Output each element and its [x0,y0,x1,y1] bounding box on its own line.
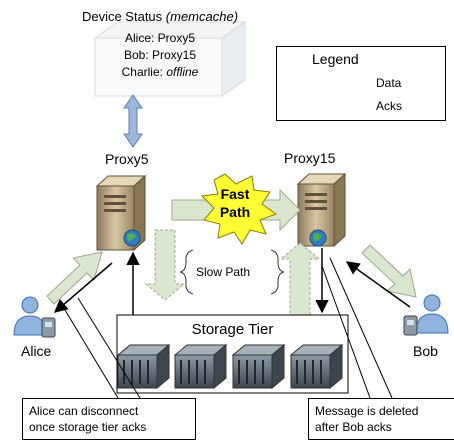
fast-path-line1: Fast [220,186,250,202]
proxy5-label: Proxy5 [105,151,149,167]
proxy15-server-icon [296,172,347,248]
bob-user-icon [403,294,449,336]
memcache-link-arrow [123,94,143,148]
fast-path-line2: Path [219,204,251,220]
storage-rack-icon-4 [289,343,344,390]
fast-path-star [200,173,278,245]
memcache-entry-bob: Bob: Proxy15 [123,48,197,62]
bob-to-proxy15-ack-arrow [345,261,411,308]
alice-note-box: Alice can disconnect once storage tier a… [22,398,196,440]
storage-rack-icon-1 [116,343,171,390]
proxy5-server-icon [95,174,147,252]
fast-path-label: Fast Path [206,185,264,221]
legend-acks-label: Acks [376,99,403,113]
alice-user-icon [13,296,56,338]
memcache-charlie-name: Charlie: [121,65,163,79]
alice-label: Alice [21,343,52,359]
bob-label: Bob [413,343,438,359]
memcache-subtitle: (memcache) [165,9,239,24]
alice-note-callout-line-2 [64,309,119,399]
memcache-entry-charlie: Charlie: offline [100,65,220,79]
storage-rack-icon-2 [173,343,228,390]
memcache-title: Device Status (memcache) [0,9,320,24]
slow-path-down-arrow [144,229,186,301]
storage-rack-icon-3 [231,343,286,390]
slow-path-up-arrow [279,242,321,316]
storage-rack-icons [116,343,344,390]
legend-data-label: Data [376,76,402,90]
alice-note-line1: Alice can disconnect [29,404,139,418]
legend-box [276,46,446,121]
alice-to-proxy5-data-arrow [46,251,103,305]
bob-note-line2: after Bob acks [315,420,392,434]
legend-title: Legend [312,51,359,67]
alice-note-line2: once storage tier acks [29,420,147,434]
memcache-title-text: Device Status [81,9,163,24]
bob-note-callout-line [329,257,393,399]
proxy15-label: Proxy15 [284,150,336,166]
alice-note-callout-line [77,297,141,399]
slow-path-left-brace [179,249,194,295]
bob-note-callout-line-2 [321,265,371,399]
bob-note-line1: Message is deleted [315,404,419,418]
storage-tier-label: Storage Tier [191,321,274,338]
slow-path-right-brace [270,249,285,295]
memcache-entry-alice: Alice: Proxy5 [124,31,196,45]
memcache-server-icon [93,21,247,97]
memcache-charlie-status: offline [166,65,199,79]
slow-path-label: Slow Path [196,265,251,279]
proxy5-to-alice-ack-arrow [53,262,113,313]
proxy15-to-bob-data-arrow [361,244,417,298]
bob-note-box: Message is deleted after Bob acks [308,398,454,440]
